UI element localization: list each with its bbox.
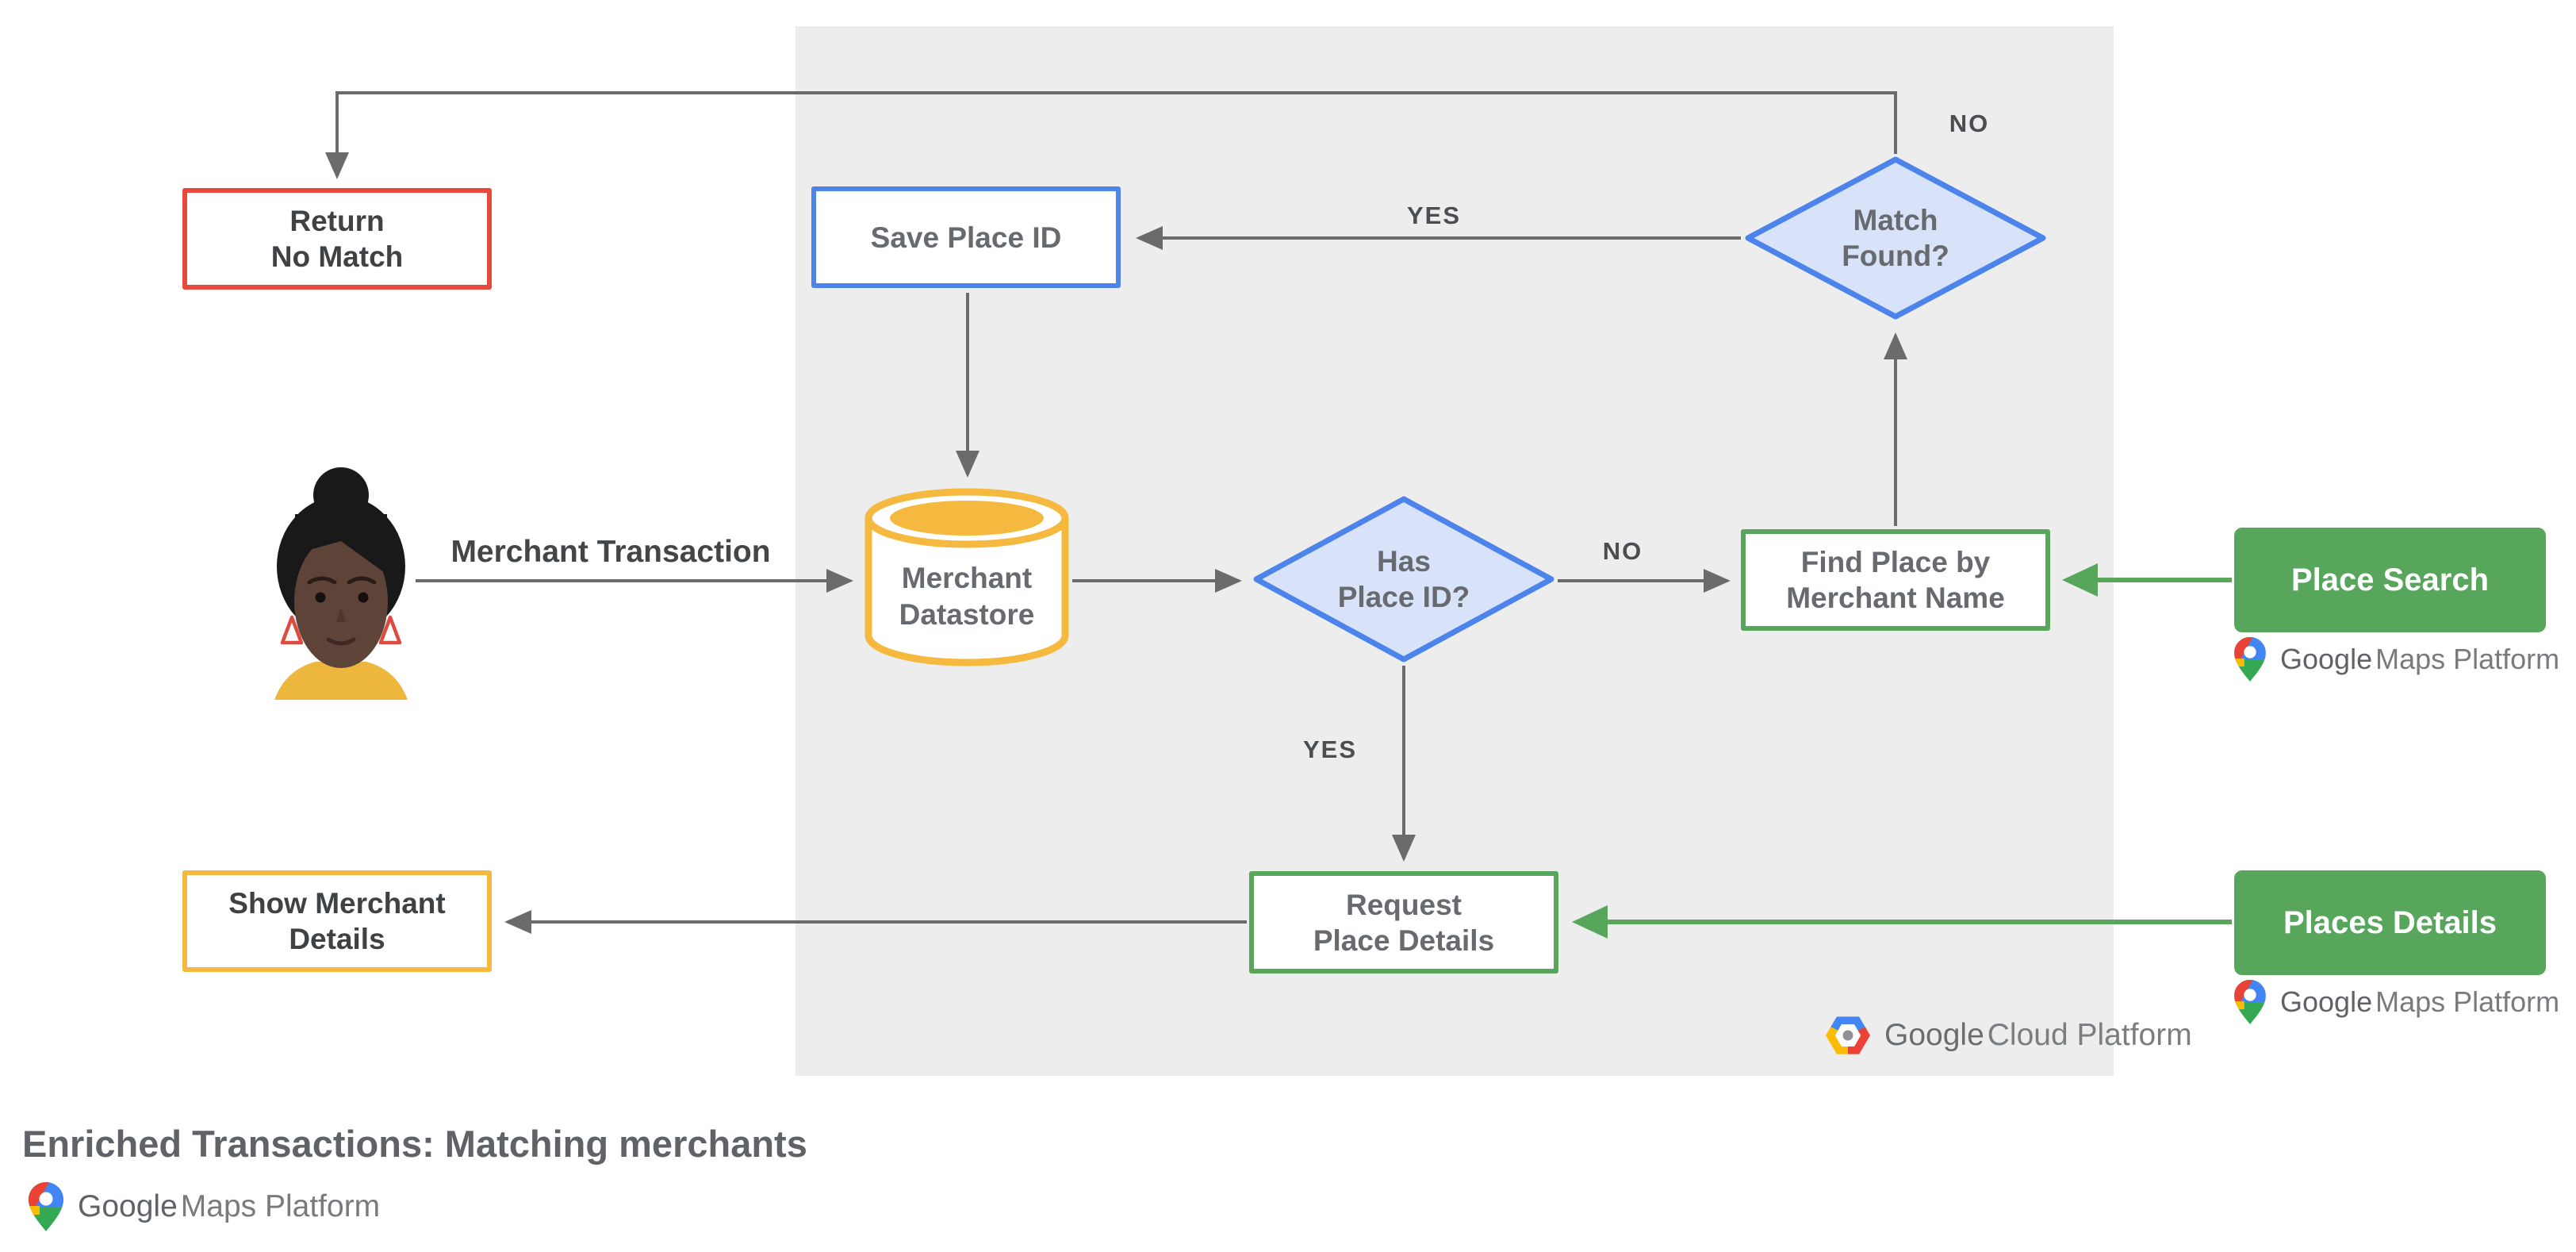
diamond-shape — [1253, 496, 1554, 662]
node-find-place-line2: Merchant Name — [1786, 582, 2005, 614]
node-save-place-id-label: Save Place ID — [870, 221, 1062, 254]
node-return-no-match-line2: No Match — [270, 240, 404, 273]
diamond-shape — [1745, 156, 2046, 320]
place-search-api-chip: Place Search — [2234, 528, 2546, 632]
node-find-place-line1: Find Place by — [1800, 546, 1991, 578]
node-match-found-decision: Match Found? — [1745, 156, 2046, 320]
place-search-label: Place Search — [2290, 562, 2490, 597]
google-maps-pin-icon — [2234, 980, 2266, 1024]
google-cloud-hexagon-icon — [1826, 1016, 1870, 1054]
node-has-place-id-label: Has Place ID? — [1337, 545, 1470, 613]
node-merchant-datastore: Merchant Datastore — [864, 486, 1069, 669]
node-match-found-label: Match Found? — [1842, 204, 1949, 272]
node-return-no-match-line1: Return — [289, 205, 385, 237]
edge-label-no-find: NO — [1602, 537, 1643, 565]
node-show-merchant-details-line1: Show Merchant — [228, 887, 446, 920]
node-request-place-details-line2: Place Details — [1313, 924, 1495, 957]
node-find-place-by-merchant-name: Find Place by Merchant Name — [1741, 529, 2050, 631]
merchant-user-avatar — [274, 467, 408, 700]
edge-label-yes-save: YES — [1406, 202, 1462, 229]
places-details-label: Places Details — [2283, 904, 2497, 940]
node-request-place-details: Request Place Details — [1249, 871, 1558, 974]
diagram-title: Enriched Transactions: Matching merchant… — [22, 1123, 807, 1165]
node-save-place-id: Save Place ID — [811, 186, 1121, 288]
edge-label-yes-request: YES — [1302, 735, 1358, 763]
google-maps-pin-icon — [2234, 637, 2266, 682]
places-details-api-chip: Places Details — [2234, 870, 2546, 975]
edge-label-merchant-transaction: Merchant Transaction — [450, 535, 771, 569]
node-show-merchant-details: Show Merchant Details — [182, 870, 492, 972]
node-has-place-id-decision: Has Place ID? — [1253, 496, 1554, 662]
node-merchant-datastore-label: Merchant Datastore — [899, 562, 1035, 631]
google-maps-pin-icon — [29, 1182, 63, 1231]
node-show-merchant-details-line2: Details — [289, 923, 385, 955]
node-request-place-details-line1: Request — [1346, 888, 1462, 921]
node-return-no-match: Return No Match — [182, 188, 492, 290]
edge-label-no-return: NO — [1949, 109, 1990, 137]
database-cylinder-icon — [864, 488, 1069, 666]
